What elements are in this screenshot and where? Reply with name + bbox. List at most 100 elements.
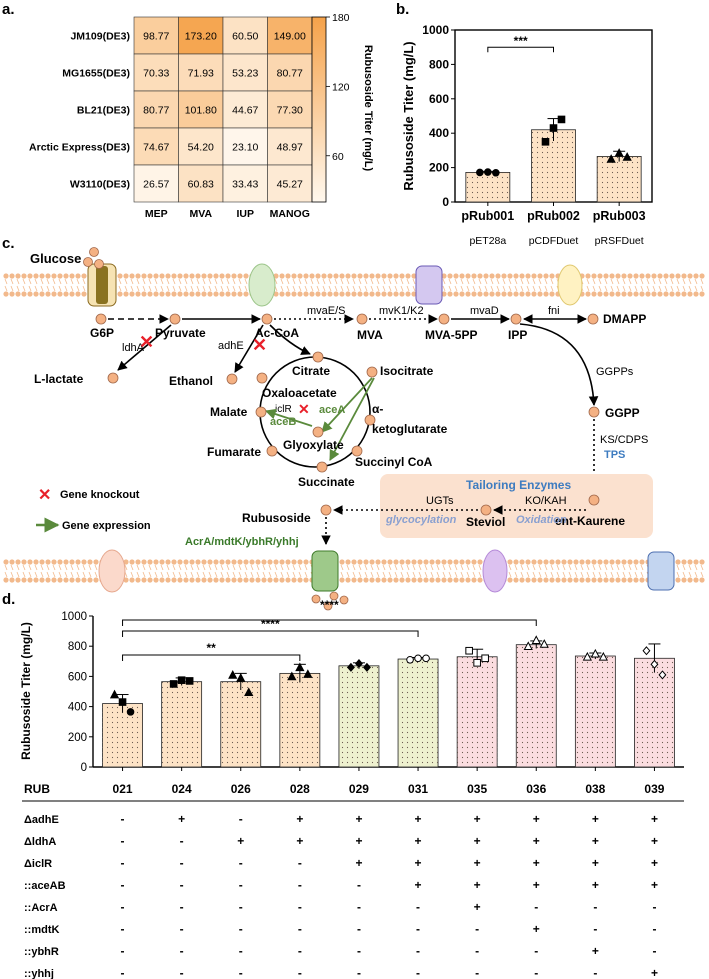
lipid-head [129, 291, 135, 297]
genotype-mark: + [651, 834, 658, 848]
genotype-mark: + [592, 944, 599, 958]
lipid-head [399, 273, 405, 279]
lipid-head [159, 291, 165, 297]
genotype-mark: + [592, 834, 599, 848]
lipid-tail [148, 571, 152, 578]
lipid-tail [472, 285, 476, 292]
lipid-head [141, 291, 147, 297]
lipid-head [501, 273, 507, 279]
lipid-head [189, 291, 195, 297]
lipid-head [513, 273, 519, 279]
lipid-head [357, 273, 363, 279]
lipid-tail [628, 571, 632, 578]
data-point [465, 646, 473, 655]
lipid-tail [40, 564, 44, 571]
heatmap-cell-value: 101.80 [185, 105, 217, 117]
node-fumarate [266, 445, 278, 457]
lipid-tail [640, 278, 644, 285]
lipid-tail [34, 564, 38, 571]
lipid-tail [28, 285, 32, 292]
lipid-tail [202, 564, 206, 571]
lipid-head [501, 291, 507, 297]
genotype-row-label: ΔiclR [24, 858, 52, 870]
lipid-tail [610, 285, 614, 292]
lipid-head [165, 559, 171, 565]
data-point [484, 168, 492, 176]
lipid-tail [688, 564, 692, 571]
lipid-head [489, 273, 495, 279]
lipid-head [543, 577, 549, 583]
lipid-head [207, 273, 213, 279]
colorbar [311, 16, 327, 203]
lipid-tail [142, 285, 146, 292]
lipid-head [219, 577, 225, 583]
lipid-tail [238, 571, 242, 578]
lipid-head [579, 559, 585, 565]
lipid-head [369, 577, 375, 583]
lipid-tail [436, 564, 440, 571]
lipid-head [519, 577, 525, 583]
lipid-head [177, 273, 183, 279]
genotype-mark: + [533, 878, 540, 892]
lipid-head [81, 559, 87, 565]
lipid-tail [508, 278, 512, 285]
lipid-tail [400, 278, 404, 285]
lipid-tail [442, 278, 446, 285]
data-point [109, 689, 120, 699]
lipid-head [435, 577, 441, 583]
lipid-head [243, 577, 249, 583]
lipid-head [483, 291, 489, 297]
lipid-head [507, 577, 513, 583]
lipid-tail [472, 571, 476, 578]
lipid-tail [322, 285, 326, 292]
lipid-tail [616, 564, 620, 571]
lipid-head [3, 577, 9, 583]
significance-label: *** [514, 34, 528, 48]
lipid-tail [688, 285, 692, 292]
lipid-head [375, 559, 381, 565]
lipid-head [681, 291, 687, 297]
genotype-mark: - [475, 966, 479, 979]
isocitrate-label: Isocitrate [380, 364, 434, 378]
lipid-head [183, 273, 189, 279]
lipid-head [9, 273, 15, 279]
y-tick-label: 0 [442, 195, 449, 209]
lipid-head [573, 559, 579, 565]
bar-texture [102, 703, 143, 767]
genotype-mark: + [533, 856, 540, 870]
lipid-tail [478, 285, 482, 292]
lipid-tail [514, 278, 518, 285]
lipid-tail [262, 571, 266, 578]
genotype-mark: - [593, 966, 597, 979]
lipid-head [693, 291, 699, 297]
lipid-tail [634, 278, 638, 285]
transporters-label: AcrA/mdtK/ybhR/yhhj [185, 536, 299, 548]
g6p-label: G6P [90, 326, 114, 340]
fumarate-label: Fumarate [207, 445, 261, 459]
genotype-mark: + [474, 900, 481, 914]
lipid-tail [382, 285, 386, 292]
lipid-head [507, 291, 513, 297]
genotype-mark: - [121, 878, 125, 892]
lipid-head [507, 559, 513, 565]
lipid-head [261, 559, 267, 565]
lipid-head [465, 577, 471, 583]
lipid-head [159, 273, 165, 279]
lipid-head [219, 291, 225, 297]
lipid-head [75, 577, 81, 583]
lipid-tail [328, 285, 332, 292]
heatmap-cell [222, 164, 268, 203]
lipid-head [603, 273, 609, 279]
lipid-head [135, 273, 141, 279]
genotype-mark: - [416, 922, 420, 936]
genotype-mark: + [474, 878, 481, 892]
lipid-head [279, 559, 285, 565]
genotype-mark: + [651, 878, 658, 892]
lipid-tail [406, 278, 410, 285]
rubusoside-label: Rubusoside [242, 511, 311, 525]
y-tick-label: 400 [429, 126, 449, 140]
lipid-head [531, 273, 537, 279]
lipid-head [363, 577, 369, 583]
lipid-head [267, 577, 273, 583]
iclr-label: iclR [275, 404, 292, 415]
